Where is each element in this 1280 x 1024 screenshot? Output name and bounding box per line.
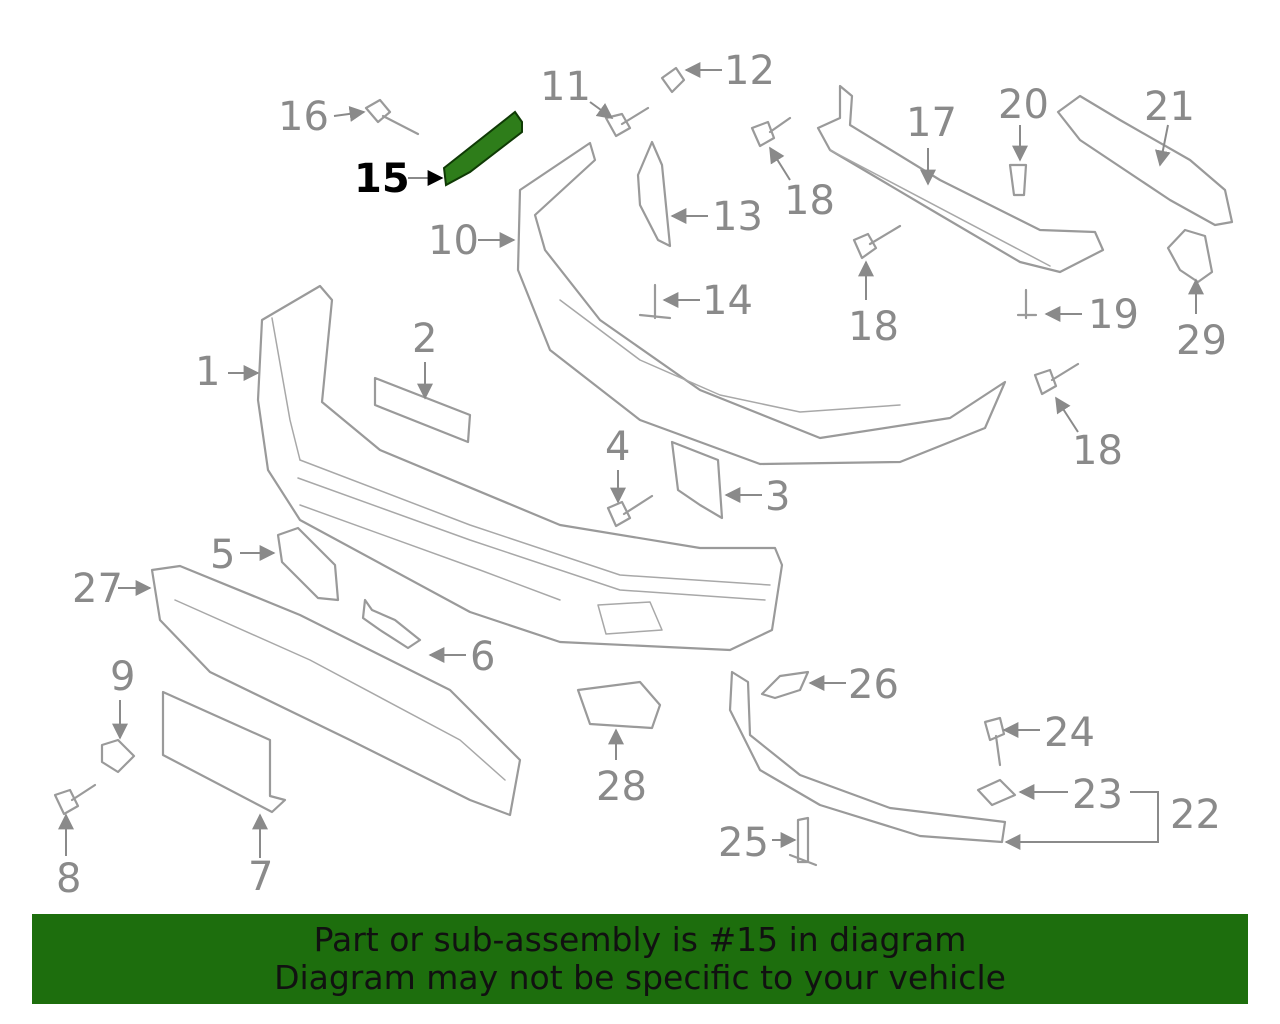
callout-25: 25 [718, 820, 769, 866]
callout-19: 19 [1088, 292, 1139, 338]
callout-23: 23 [1072, 772, 1123, 818]
callout-14: 14 [702, 278, 753, 324]
part-28-fog-bezel [576, 680, 662, 730]
callout-18-right: 18 [1072, 428, 1123, 474]
callout-11: 11 [540, 64, 591, 110]
callout-7: 7 [248, 854, 273, 900]
callout-27: 27 [72, 566, 123, 612]
fasteners [53, 66, 1080, 867]
part-7-license-bracket [161, 690, 287, 814]
part-1-front-bumper [256, 284, 784, 652]
part-22-lower-valance [728, 670, 1007, 844]
callout-2: 2 [412, 316, 437, 362]
banner-line-1: Part or sub-assembly is #15 in diagram [313, 920, 967, 959]
banner-line-2: Diagram may not be specific to your vehi… [274, 958, 1006, 997]
callout-3: 3 [765, 474, 790, 520]
callout-12: 12 [724, 48, 775, 94]
callout-18-top: 18 [784, 178, 835, 224]
part-21-bracket [1056, 94, 1234, 227]
callout-4: 4 [605, 424, 630, 470]
part-17-reinforcement [816, 84, 1105, 274]
callout-18-middle: 18 [848, 304, 899, 350]
part-15-highlighted [442, 110, 523, 187]
callout-15-highlighted: 15 [354, 156, 410, 202]
part-5-bracket [276, 526, 340, 602]
part-29-clip [1166, 228, 1214, 284]
callout-13: 13 [712, 194, 763, 240]
callout-1: 1 [195, 349, 220, 395]
callout-16: 16 [278, 94, 329, 140]
callout-21: 21 [1144, 84, 1195, 130]
callout-6: 6 [470, 634, 495, 680]
callout-28: 28 [596, 764, 647, 810]
callout-29: 29 [1176, 318, 1227, 364]
callout-24: 24 [1044, 710, 1095, 756]
callout-10: 10 [428, 218, 479, 264]
part-27-lower-grille [150, 564, 522, 817]
part-10-bumper-cover [516, 141, 1007, 466]
part-26-clip [760, 670, 810, 700]
callout-17: 17 [906, 100, 957, 146]
part-3-bracket [670, 440, 724, 520]
part-13-bracket [636, 140, 672, 248]
callout-20: 20 [998, 82, 1049, 128]
info-banner: Part or sub-assembly is #15 in diagram D… [32, 914, 1248, 1004]
leader-lines [58, 62, 1204, 858]
callout-9: 9 [110, 654, 135, 700]
callout-8: 8 [56, 856, 81, 902]
callout-26: 26 [848, 662, 899, 708]
part-6-bracket [361, 598, 422, 650]
part-2-bracket [373, 376, 472, 444]
callout-22: 22 [1170, 792, 1221, 838]
callout-5: 5 [210, 532, 235, 578]
